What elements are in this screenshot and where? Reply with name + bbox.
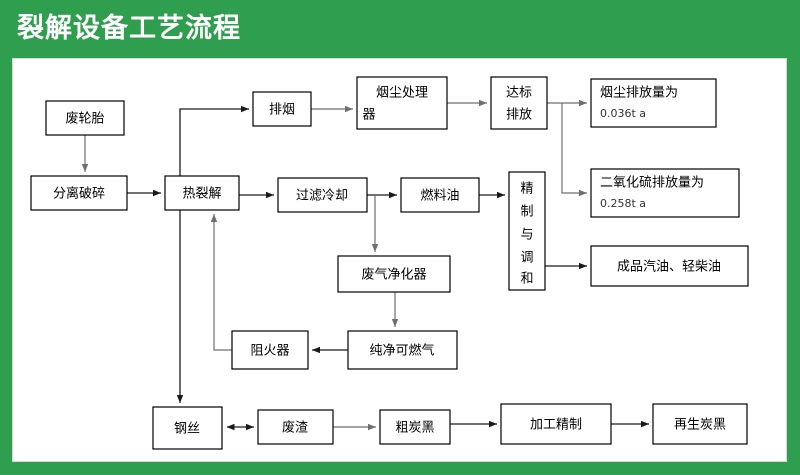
node-dust-emission-value: 0.036t a [600, 107, 646, 120]
node-flame-arrester[interactable]: 阻火器 [231, 330, 309, 370]
nodes-layer: 废轮胎 分离破碎 热裂解 排烟 烟尘处理 器 [30, 76, 749, 450]
node-dust-treatment-label-line1: 烟尘处理 [376, 86, 428, 101]
node-slag[interactable]: 废渣 [257, 409, 334, 445]
node-clean-gas-label: 纯净可燃气 [369, 343, 434, 359]
node-dust-treatment-label-line2: 器 [362, 108, 375, 123]
node-steel-wire-label: 钢丝 [174, 422, 200, 437]
node-standard-discharge[interactable]: 达标 排放 [490, 76, 548, 130]
page-header: 裂解设备工艺流程 [0, 0, 800, 58]
node-crude-carbon-black[interactable]: 粗炭黑 [379, 409, 451, 445]
node-dust-emission-label: 烟尘排放量为 [600, 86, 678, 101]
node-refine-blend-char5: 和 [520, 272, 533, 287]
node-recycled-carbon[interactable]: 再生炭黑 [652, 403, 748, 445]
edge-standard-discharge-to-so2-emission [561, 103, 587, 197]
node-filter-cool-label: 过滤冷却 [296, 189, 348, 204]
flowchart-svg: 废轮胎 分离破碎 热裂解 排烟 烟尘处理 器 [30, 76, 749, 450]
node-exhaust-smoke[interactable]: 排烟 [252, 91, 312, 127]
node-so2-emission-value: 0.258t a [600, 197, 646, 210]
node-crude-carbon-black-label: 粗炭黑 [395, 421, 434, 436]
node-standard-discharge-label-line2: 排放 [506, 108, 532, 123]
edges-layer [81, 99, 649, 431]
edge-flame-arrester-to-thermal-cracking [210, 214, 232, 351]
node-refine-blend-char3: 与 [520, 228, 533, 243]
node-gas-purifier-label: 废气净化器 [361, 267, 426, 283]
node-clean-gas[interactable]: 纯净可燃气 [347, 330, 458, 370]
node-refine-blend-char2: 制 [520, 205, 533, 220]
node-fuel-oil[interactable]: 燃料油 [400, 177, 480, 213]
node-gasoline-diesel[interactable]: 成品汽油、轻柴油 [590, 245, 749, 287]
node-fuel-oil-label: 燃料油 [420, 188, 459, 204]
node-separate-crush-label: 分离破碎 [53, 186, 105, 202]
edge-thermal-cracking-to-exhaust-smoke [179, 105, 249, 176]
node-filter-cool[interactable]: 过滤冷却 [277, 177, 368, 213]
node-so2-emission-label: 二氧化硫排放量为 [600, 176, 704, 191]
node-waste-tire-label: 废轮胎 [65, 111, 104, 127]
node-so2-emission[interactable]: 二氧化硫排放量为 0.258t a [590, 168, 740, 218]
node-processing-refine-label: 加工精制 [530, 418, 582, 433]
node-steel-wire[interactable]: 钢丝 [152, 406, 223, 450]
node-thermal-cracking-label: 热裂解 [182, 187, 221, 202]
node-waste-tire[interactable]: 废轮胎 [45, 100, 125, 136]
node-slag-label: 废渣 [282, 420, 308, 436]
node-exhaust-smoke-label: 排烟 [269, 103, 295, 118]
node-dust-treatment[interactable]: 烟尘处理 器 [356, 76, 448, 130]
node-flame-arrester-label: 阻火器 [250, 344, 289, 359]
node-dust-emission[interactable]: 烟尘排放量为 0.036t a [590, 78, 717, 128]
node-separate-crush[interactable]: 分离破碎 [30, 175, 128, 211]
node-standard-discharge-label-line1: 达标 [506, 86, 532, 101]
node-recycled-carbon-label: 再生炭黑 [674, 418, 726, 433]
node-processing-refine[interactable]: 加工精制 [500, 403, 612, 445]
node-thermal-cracking[interactable]: 热裂解 [164, 175, 240, 211]
node-gas-purifier[interactable]: 废气净化器 [337, 255, 451, 293]
node-refine-blend[interactable]: 精 制 与 调 和 [508, 171, 546, 291]
flowchart-canvas: 废轮胎 分离破碎 热裂解 排烟 烟尘处理 器 [12, 58, 787, 462]
node-gasoline-diesel-label: 成品汽油、轻柴油 [617, 260, 721, 275]
node-refine-blend-char4: 调 [520, 251, 533, 266]
page-title: 裂解设备工艺流程 [17, 13, 241, 44]
node-refine-blend-char1: 精 [520, 182, 533, 197]
